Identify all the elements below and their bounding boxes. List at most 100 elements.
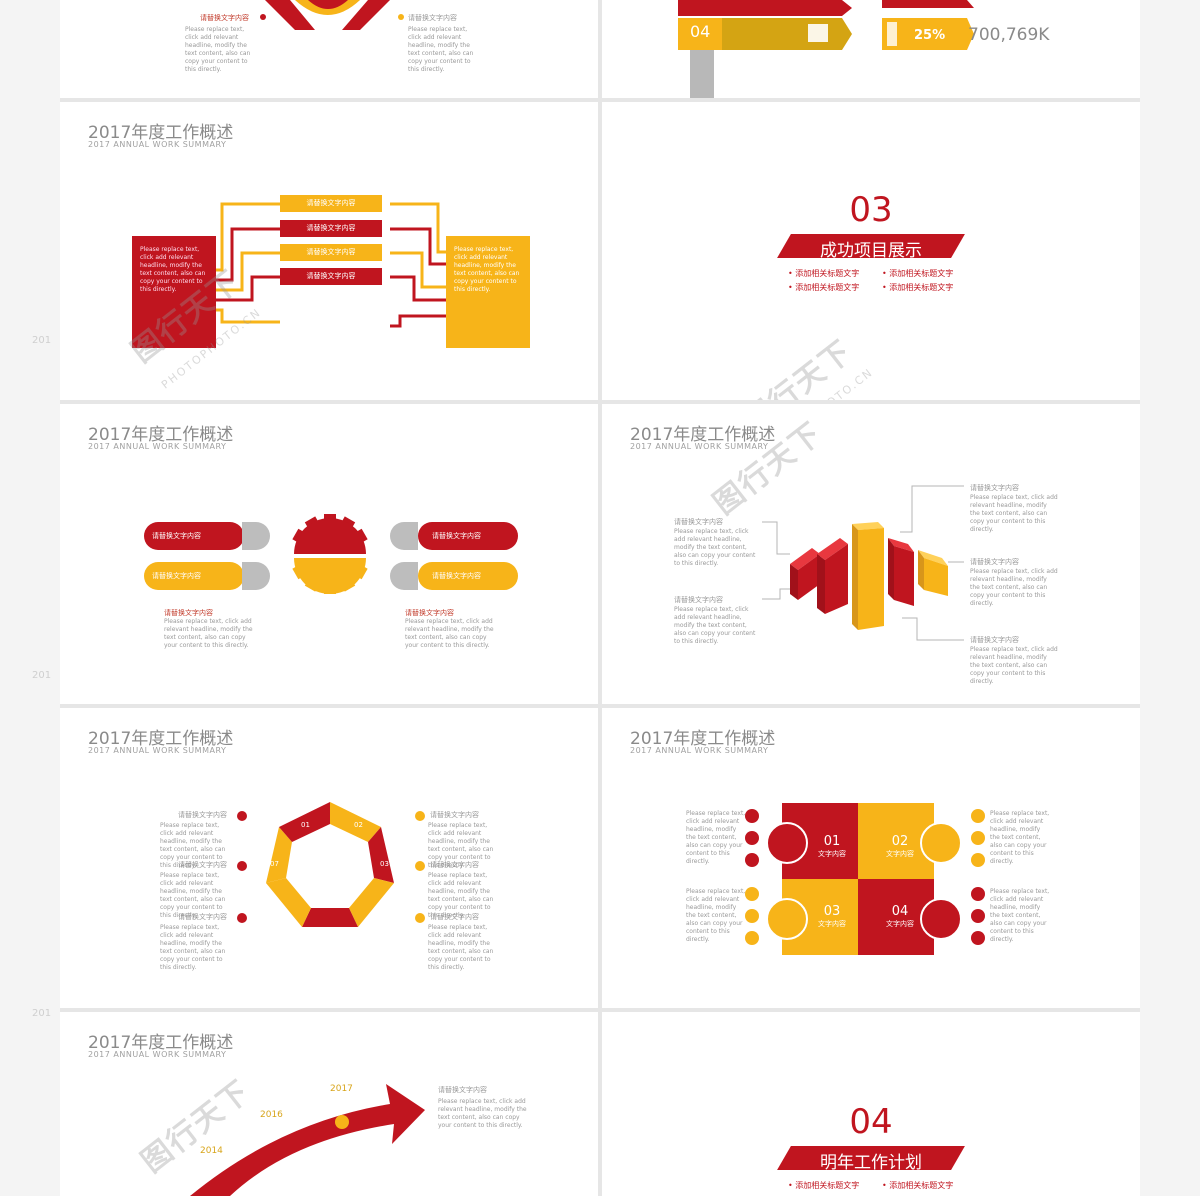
side-number: 201 [32,1008,52,1019]
label-right: 请替换文字内容 [408,14,457,22]
pill-left-2 [144,562,244,590]
heptagon-num: 04 [368,913,377,921]
check-icons [745,809,985,945]
body-text: Please replace text, click add relevant … [405,618,494,649]
body-text: Please replace text, click add relevant … [408,26,474,73]
flow-box-1: 请替换文字内容 [280,195,382,212]
gear-icon [920,898,962,940]
heptagon-num: 06 [282,913,291,921]
slide-subtitle: 2017 ANNUAL WORK SUMMARY [88,442,227,451]
body-text: Please replace text, click add relevant … [674,528,756,567]
body-text: Please replace text, click add relevant … [686,810,746,865]
lightbulb-icon [766,898,808,940]
section-item: • 添加相关标题文字 [788,1181,860,1190]
bar-label: 请替换文字内容 [970,484,1019,492]
section-item: • 添加相关标题文字 [882,269,954,278]
body-text: Please replace text, click add relevant … [164,618,253,649]
slide-title: 2017年度工作概述 [630,729,776,749]
heptagon-label: 请替换文字内容 [178,861,227,869]
slide-subtitle: 2017 ANNUAL WORK SUMMARY [630,442,769,451]
heptagon-num: 05 [326,932,335,940]
bar-label: 请替换文字内容 [970,558,1019,566]
slide-arrow[interactable]: 2017年度工作概述 2017 ANNUAL WORK SUMMARY 2017… [60,1012,598,1196]
heptagon-label: 请替换文字内容 [178,811,227,819]
section-number: 04 [849,1102,893,1142]
heptagon-num: 03 [380,860,389,868]
body-text: Please replace text, click add relevant … [160,872,226,919]
slide-subtitle: 2017 ANNUAL WORK SUMMARY [88,746,227,755]
value-label: 700,769K [968,25,1050,45]
section-item: • 添加相关标题文字 [788,283,860,292]
slide-title: 2017年度工作概述 [88,425,234,445]
flow-box-4: 请替换文字内容 [280,268,382,285]
section-title: 明年工作计划 [820,1153,922,1173]
slide-gear[interactable]: 2017年度工作概述 2017 ANNUAL WORK SUMMARY [60,404,598,704]
slide-flow[interactable]: 2017年度工作概述 2017 ANNUAL WORK SUMMARY Plea… [60,102,598,400]
year-label: 2017 [330,1084,353,1094]
flow-connectors [212,202,446,328]
percent-label: 25% [914,28,946,43]
heptagon-num: 02 [354,821,363,829]
body-text: Please replace text, click add relevant … [674,606,756,645]
slide-top-right[interactable]: 04 25% 700,769K [602,0,1140,98]
heptagon-label: 请替换文字内容 [430,913,479,921]
slide-section-04[interactable]: 04 明年工作计划 • 添加相关标题文字 • 添加相关标题文字 [602,1012,1140,1196]
left-text-box: Please replace text, click add relevant … [132,236,216,348]
body-text: Please replace text, click add relevant … [185,26,251,73]
section-item: • 添加相关标题文字 [882,283,954,292]
slide-top-left[interactable]: 请替换文字内容 Please replace text, click add r… [60,0,598,98]
slide-title: 2017年度工作概述 [88,729,234,749]
wrench-icon [766,822,808,864]
section-item: • 添加相关标题文字 [882,1181,954,1190]
side-number: 201 [32,670,52,681]
slide-subtitle: 2017 ANNUAL WORK SUMMARY [88,1050,227,1059]
pill-left-1 [144,522,244,550]
slide-subtitle: 2017 ANNUAL WORK SUMMARY [88,140,227,149]
heptagon-label: 请替换文字内容 [178,913,227,921]
pill-label: 请替换文字内容 [432,532,481,540]
pencil-icon [242,562,270,590]
section-number: 03 [849,190,893,230]
body-text: Please replace text, click add relevant … [428,872,494,919]
heptagon-label: 请替换文字内容 [430,811,479,819]
flow-box-2: 请替换文字内容 [280,220,382,237]
body-text: Please replace text, click add relevant … [160,822,226,869]
year-label: 2014 [200,1146,223,1156]
right-text-box: Please replace text, click add relevant … [446,236,530,348]
umbrella-icon [390,562,418,590]
body-text: Please replace text, click add relevant … [990,810,1050,865]
bar-label: 请替换文字内容 [674,518,723,526]
slide-heptagon[interactable]: 2017年度工作概述 2017 ANNUAL WORK SUMMARY 01 0… [60,708,598,1008]
curved-arrow [190,1084,425,1196]
body-text: Please replace text, click add relevant … [140,246,206,293]
body-text: Please replace text, click add relevant … [990,888,1050,943]
pill-label: 请替换文字内容 [152,572,201,580]
body-text: Please replace text, click add relevant … [428,924,494,971]
slide-subtitle: 2017 ANNUAL WORK SUMMARY [630,746,769,755]
body-text: Please replace text, click add relevant … [428,822,494,869]
side-number: 201 [32,335,52,346]
heptagon-graphic [237,802,425,927]
bar-label: 请替换文字内容 [970,636,1019,644]
right-margin [1140,0,1200,1196]
body-text: Please replace text, click add relevant … [970,568,1058,607]
umbrella-icon [920,822,962,864]
dot-red [260,14,266,20]
slide-bars[interactable]: 2017年度工作概述 2017 ANNUAL WORK SUMMARY [602,404,1140,704]
pill-right-1 [418,522,518,550]
arrow-number: 04 [690,22,711,41]
head-left: 请替换文字内容 [164,609,213,617]
bar-label: 请替换文字内容 [674,596,723,604]
section-item: • 添加相关标题文字 [788,269,860,278]
bars-graphic [762,485,964,641]
head-right: 请替换文字内容 [405,609,454,617]
phone-icon [390,522,418,550]
year-label: 2016 [260,1110,283,1120]
gear-graphic [292,514,368,594]
slide-section-03[interactable]: 03 成功项目展示 • 添加相关标题文字 • 添加相关标题文字 • 添加相关标题… [602,102,1140,400]
heptagon-num: 07 [270,860,279,868]
